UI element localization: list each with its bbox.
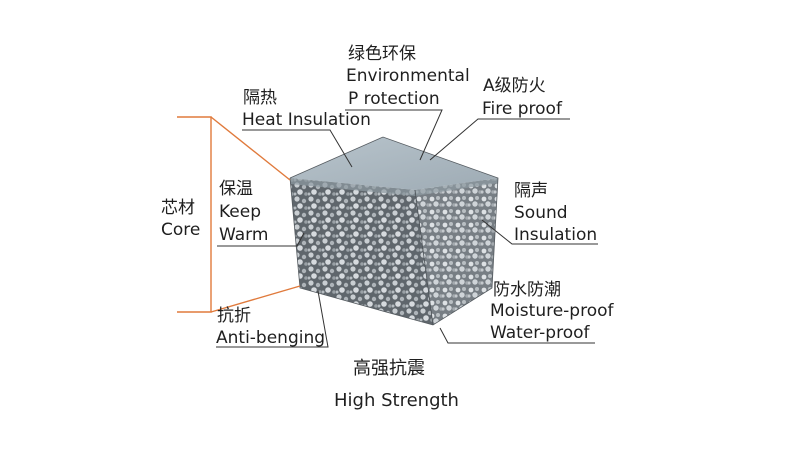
label-sound-cn: 隔声 bbox=[514, 181, 548, 201]
cube-front-edge bbox=[414, 189, 434, 326]
label-fire-en: Fire proof bbox=[482, 99, 562, 119]
label-bend-cn: 抗折 bbox=[217, 306, 251, 326]
label-env-cn: 绿色环保 bbox=[348, 44, 416, 64]
label-moist-en-2: Water-proof bbox=[490, 323, 590, 343]
label-strength-en: High Strength bbox=[334, 390, 459, 411]
cube-top-edge bbox=[290, 178, 498, 196]
core-bracket bbox=[177, 116, 301, 313]
leader-lines bbox=[216, 109, 598, 348]
label-fire-cn: A级防火 bbox=[483, 76, 546, 96]
label-sound-en-2: Insulation bbox=[514, 225, 598, 245]
cube-right-face bbox=[415, 178, 498, 325]
label-env-en-1: Environmental bbox=[346, 66, 470, 86]
label-env-en-2: P rotection bbox=[348, 89, 440, 109]
label-core-cn: 芯材 bbox=[161, 198, 195, 218]
cube-top-face bbox=[290, 137, 498, 190]
label-core-en: Core bbox=[161, 220, 201, 240]
label-bend-en: Anti-benging bbox=[216, 328, 326, 348]
label-moist-cn: 防水防潮 bbox=[493, 280, 561, 300]
label-keep-en-1: Keep bbox=[219, 202, 262, 222]
cube-outline bbox=[289, 136, 499, 326]
label-heat-en: Heat Insulation bbox=[242, 110, 371, 130]
label-moist-en-1: Moisture-proof bbox=[490, 301, 614, 321]
label-sound-en-1: Sound bbox=[514, 203, 568, 223]
label-keep-en-2: Warm bbox=[219, 225, 269, 245]
label-heat-cn: 隔热 bbox=[243, 88, 277, 108]
cube-left-face bbox=[290, 178, 433, 325]
label-keep-cn: 保温 bbox=[219, 179, 253, 199]
label-strength-cn: 高强抗震 bbox=[353, 358, 425, 379]
